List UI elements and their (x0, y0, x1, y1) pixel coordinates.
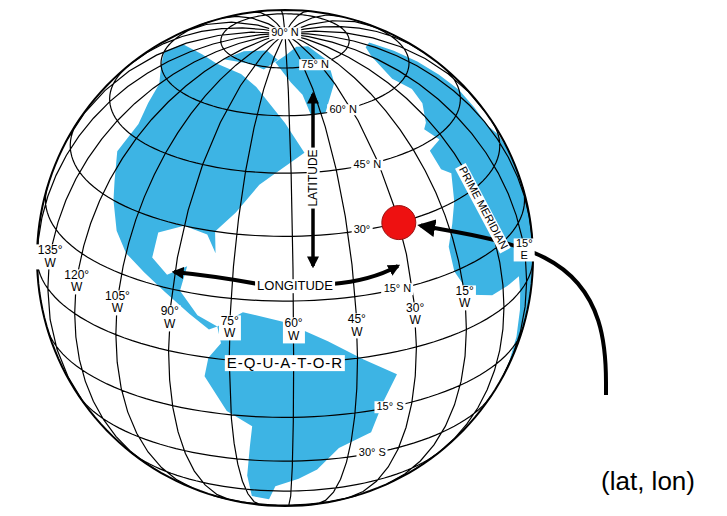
coordinate-label: (lat, lon) (599, 468, 697, 495)
longitude-value: 45° W (346, 313, 368, 338)
longitude-arrow (174, 272, 258, 284)
latitude-value: 45° N (351, 159, 383, 171)
longitude-value: 15° W (454, 285, 476, 310)
latitude-value: 15° N (382, 283, 414, 295)
equator-label: E-Q-U-A-T-O-R (225, 355, 345, 371)
longitude-value: 120° W (62, 269, 91, 294)
latitude-value: 75° N (299, 59, 331, 71)
globe-ocean (37, 10, 533, 506)
latitude-value: 60° N (327, 104, 359, 116)
land-mass (205, 312, 397, 499)
longitude-value: 90° W (159, 306, 181, 331)
meridian-label: PRIME MERIDIAN (456, 163, 511, 253)
axis-label: LONGITUDE (255, 279, 335, 293)
location-dot (382, 206, 416, 240)
graticule (37, 10, 533, 506)
longitude-value: 15° E (514, 239, 535, 262)
globe (37, 10, 533, 506)
longitude-value: 135° W (36, 244, 65, 269)
longitude-value: 105° W (103, 290, 132, 315)
latitude-value: 30° S (357, 448, 388, 460)
land-mass (275, 46, 334, 114)
longitude-arrow (332, 266, 398, 284)
axis-label: LATITUDE (307, 147, 320, 208)
leader-arrow (421, 226, 606, 395)
longitude-value: 30° W (404, 302, 426, 327)
longitude-value: 75° W (219, 315, 241, 340)
longitude-value: 60° W (282, 318, 304, 343)
latitude-value: 30° (352, 225, 373, 237)
land-mass (366, 42, 533, 377)
latitude-value: 90° N (269, 27, 301, 39)
globe-outline (37, 10, 533, 506)
latitude-value: 15° S (374, 401, 405, 413)
